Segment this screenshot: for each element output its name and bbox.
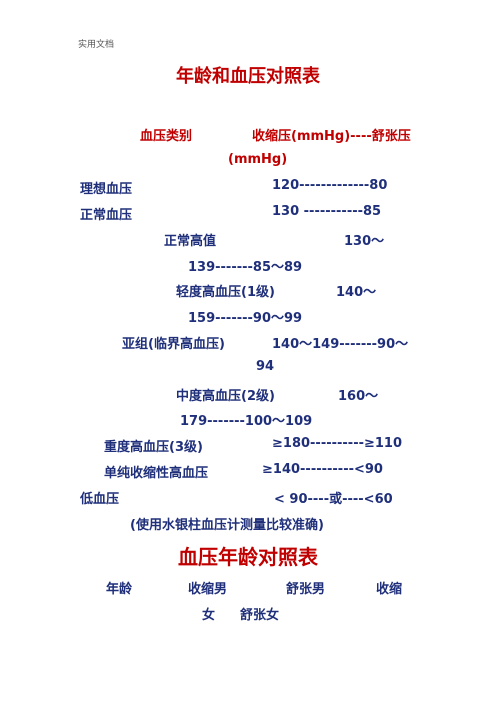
table2-header-systolic-male: 收缩男	[188, 582, 228, 597]
row-moderate-value-b: 179-------100～109	[180, 414, 313, 429]
measurement-note: (使用水银柱血压计测量比较准确)	[130, 518, 324, 533]
row-high-normal-value-b: 139-------85～89	[188, 260, 303, 275]
row-normal-label: 正常血压	[80, 208, 133, 223]
table2-header-diastolic-male: 舒张男	[286, 582, 326, 597]
page-title: 年龄和血压对照表	[176, 66, 320, 87]
row-ideal-value: 120-------------80	[272, 178, 388, 193]
row-low-value: < 90----或----<60	[274, 492, 393, 507]
col-header-values: 收缩压(mmHg)----舒张压	[252, 129, 411, 144]
row-isolated-label: 单纯收缩性高血压	[104, 466, 209, 481]
row-mild-value-b: 159-------90～99	[188, 311, 303, 326]
row-severe-label: 重度高血压(3级)	[104, 440, 203, 455]
row-subgroup-value-a: 140～149-------90～	[272, 337, 409, 352]
page-header: 实用文档	[78, 40, 115, 50]
row-low-label: 低血压	[80, 492, 120, 507]
row-normal-value: 130 -----------85	[272, 204, 382, 219]
col-header-unit: (mmHg)	[228, 152, 288, 167]
table2-header-female: 女	[202, 608, 216, 623]
row-mild-label: 轻度高血压(1级)	[176, 285, 275, 300]
row-moderate-label: 中度高血压(2级)	[176, 389, 275, 404]
row-moderate-value-a: 160～	[338, 389, 379, 404]
row-mild-value-a: 140～	[336, 285, 377, 300]
col-header-category: 血压类别	[140, 129, 193, 144]
row-high-normal-label: 正常高值	[164, 234, 217, 249]
row-subgroup-label: 亚组(临界高血压)	[122, 337, 225, 352]
row-subgroup-value-b: 94	[256, 359, 275, 374]
table2-header-systolic: 收缩	[376, 582, 403, 597]
row-high-normal-value-a: 130～	[344, 234, 385, 249]
row-ideal-label: 理想血压	[80, 182, 133, 197]
row-severe-value: ≥180----------≥110	[272, 436, 403, 451]
section-title: 血压年龄对照表	[178, 545, 318, 569]
table2-header-age: 年龄	[106, 582, 133, 597]
row-isolated-value: ≥140----------<90	[262, 462, 383, 477]
table2-header-diastolic-female: 舒张女	[240, 608, 280, 623]
